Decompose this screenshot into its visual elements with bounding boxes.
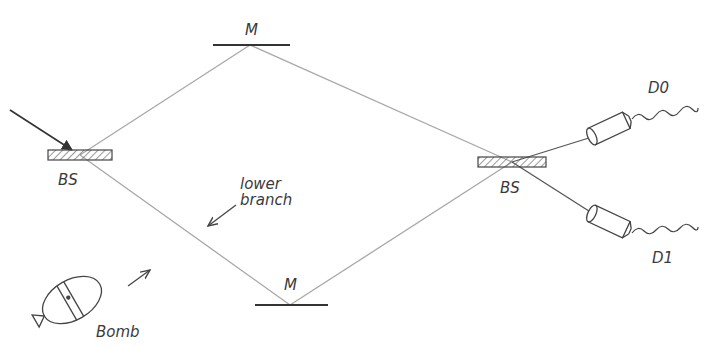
beam-paths	[80, 45, 512, 305]
mirror	[213, 44, 290, 46]
pointer-arrow	[208, 205, 236, 226]
beam-splitter	[478, 157, 546, 167]
branch-note: lower branch	[240, 176, 302, 208]
detector	[584, 204, 633, 240]
beam-splitter	[48, 150, 112, 160]
signal-wiggle	[632, 224, 698, 234]
bomb-label: Bomb	[96, 324, 140, 340]
bomb-arrow	[128, 270, 150, 286]
input-beam	[10, 110, 72, 150]
mirror-label: M	[245, 22, 258, 38]
mirror	[255, 304, 328, 306]
signal-wiggle	[632, 106, 698, 119]
detector	[584, 111, 633, 147]
detector-label: D1	[652, 250, 673, 266]
splitter-label: BS	[500, 180, 520, 196]
detector-label: D0	[648, 80, 669, 96]
mirror-label: M	[284, 277, 297, 293]
output-beams	[512, 137, 592, 213]
splitter-label: BS	[58, 172, 78, 188]
